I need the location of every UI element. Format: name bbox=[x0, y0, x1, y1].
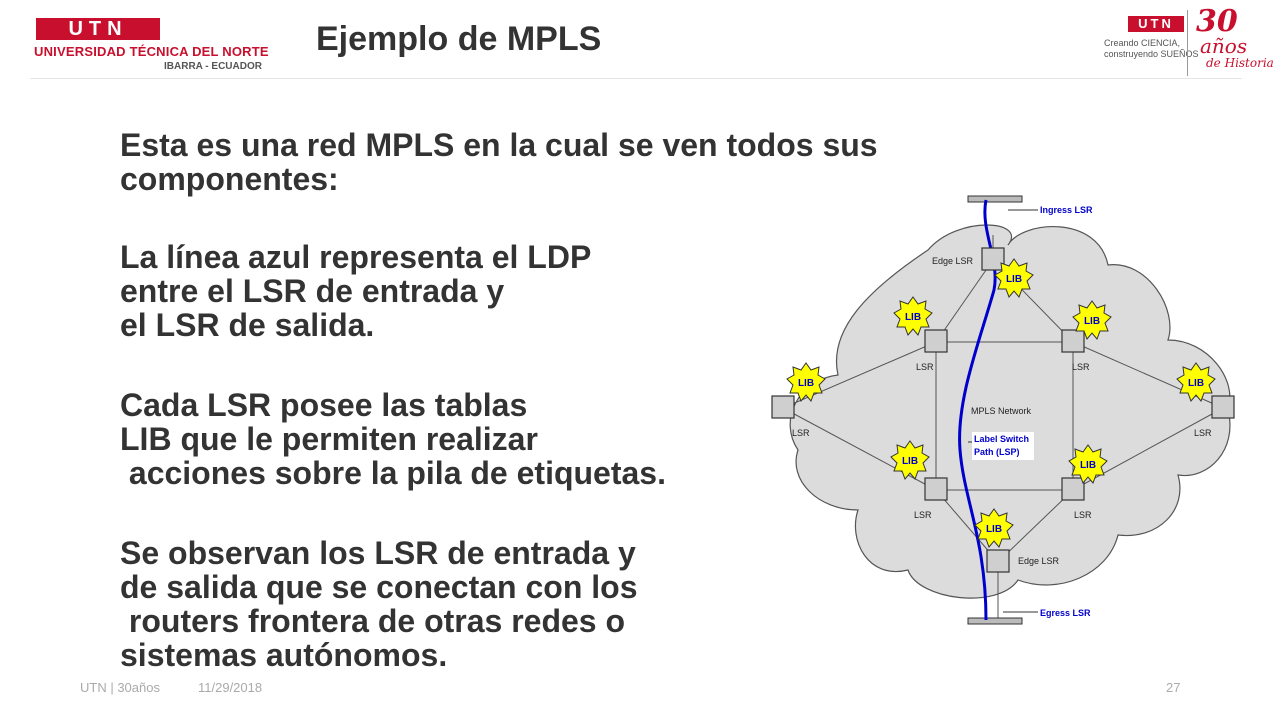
mpls-network-label: MPLS Network bbox=[971, 406, 1032, 416]
lsr-far-right-router bbox=[1211, 395, 1235, 419]
lib-label-lower-left: LIB bbox=[902, 456, 918, 467]
lsr-far-left-router bbox=[771, 395, 795, 419]
lsr-label-far-right: LSR bbox=[1194, 428, 1212, 438]
body-line-10: de salida que se conectan con los bbox=[120, 569, 638, 605]
router-boxes bbox=[771, 247, 1235, 573]
edge-lsr-label-ingress: Edge LSR bbox=[932, 256, 974, 266]
lsr-label-lower-right: LSR bbox=[1074, 510, 1092, 520]
lsr-lower-left-router bbox=[924, 477, 948, 501]
body-line-4: entre el LSR de entrada y bbox=[120, 273, 505, 309]
lib-label-upper-left: LIB bbox=[905, 312, 921, 323]
lib-label-far-right: LIB bbox=[1188, 378, 1204, 389]
title-divider bbox=[30, 78, 1242, 79]
body-line-9: Se observan los LSR de entrada y bbox=[120, 535, 636, 571]
university-name: UNIVERSIDAD TÉCNICA DEL NORTE bbox=[34, 44, 269, 59]
mpls-network-diagram: LIB LIB LIB LIB LIB LIB LIB LIB Edge LSR… bbox=[771, 195, 1235, 625]
ingress-border-router bbox=[967, 195, 1023, 203]
lsr-label-far-left: LSR bbox=[792, 428, 810, 438]
edge-lsr-egress-router bbox=[986, 549, 1010, 573]
edge-lsr-label-egress: Edge LSR bbox=[1018, 556, 1060, 566]
lib-label-far-left: LIB bbox=[798, 378, 814, 389]
body-line-2: componentes: bbox=[120, 161, 339, 197]
body-line-7: LIB que le permiten realizar bbox=[120, 421, 538, 457]
utn-logo-mark-small: UTN bbox=[1128, 16, 1184, 32]
anniversary-sub: de Historia bbox=[1206, 56, 1274, 70]
ingress-lsr-label: Ingress LSR bbox=[1040, 205, 1093, 215]
slide-title: Ejemplo de MPLS bbox=[316, 20, 602, 58]
body-line-6: Cada LSR posee las tablas bbox=[120, 387, 528, 423]
utn-logo-left: UTN UNIVERSIDAD TÉCNICA DEL NORTE IBARRA… bbox=[30, 14, 270, 76]
anniversary-number: 30 bbox=[1196, 4, 1238, 39]
utn-logo-mark-bg bbox=[36, 18, 160, 40]
lsr-label-upper-right: LSR bbox=[1072, 362, 1090, 372]
utn-logo-mark: UTN bbox=[68, 18, 128, 40]
lib-label-ingress: LIB bbox=[1006, 274, 1022, 285]
body-line-8: acciones sobre la pila de etiquetas. bbox=[120, 455, 666, 491]
edge-lsr-ingress-router bbox=[981, 247, 1005, 271]
lsp-label-box bbox=[972, 432, 1034, 460]
anniversary-word: años bbox=[1200, 34, 1248, 58]
body-line-12: sistemas autónomos. bbox=[120, 637, 448, 673]
slogan-line-1: Creando CIENCIA, bbox=[1104, 38, 1181, 48]
footer-date: 11/29/2018 bbox=[198, 680, 263, 695]
footer-brand: UTN | 30años bbox=[80, 680, 160, 695]
logo-divider bbox=[1187, 10, 1188, 76]
lsr-label-upper-left: LSR bbox=[916, 362, 934, 372]
lib-label-upper-right: LIB bbox=[1084, 316, 1100, 327]
body-line-5: el LSR de salida. bbox=[120, 307, 375, 343]
lsr-label-lower-left: LSR bbox=[914, 510, 932, 520]
lib-label-egress: LIB bbox=[986, 524, 1002, 535]
body-line-1: Esta es una red MPLS en la cual se ven t… bbox=[120, 127, 878, 163]
egress-border-router bbox=[967, 617, 1023, 625]
lsr-upper-left-router bbox=[924, 329, 948, 353]
lsr-upper-right-router bbox=[1061, 329, 1085, 353]
lsp-label-line-1: Label Switch bbox=[974, 434, 1029, 444]
egress-lsr-label: Egress LSR bbox=[1040, 608, 1091, 618]
lsr-lower-right-router bbox=[1061, 477, 1085, 501]
utn-30-anos-logo: UTN Creando CIENCIA, construyendo SUEÑOS… bbox=[1100, 4, 1275, 80]
lib-label-lower-right: LIB bbox=[1080, 460, 1096, 471]
university-city: IBARRA - ECUADOR bbox=[164, 61, 262, 72]
page-number: 27 bbox=[1166, 680, 1181, 695]
body-line-11: routers frontera de otras redes o bbox=[120, 603, 626, 639]
lsp-label-line-2: Path (LSP) bbox=[974, 447, 1020, 457]
slogan-line-2: construyendo SUEÑOS bbox=[1104, 49, 1199, 59]
body-line-3: La línea azul representa el LDP bbox=[120, 239, 592, 275]
